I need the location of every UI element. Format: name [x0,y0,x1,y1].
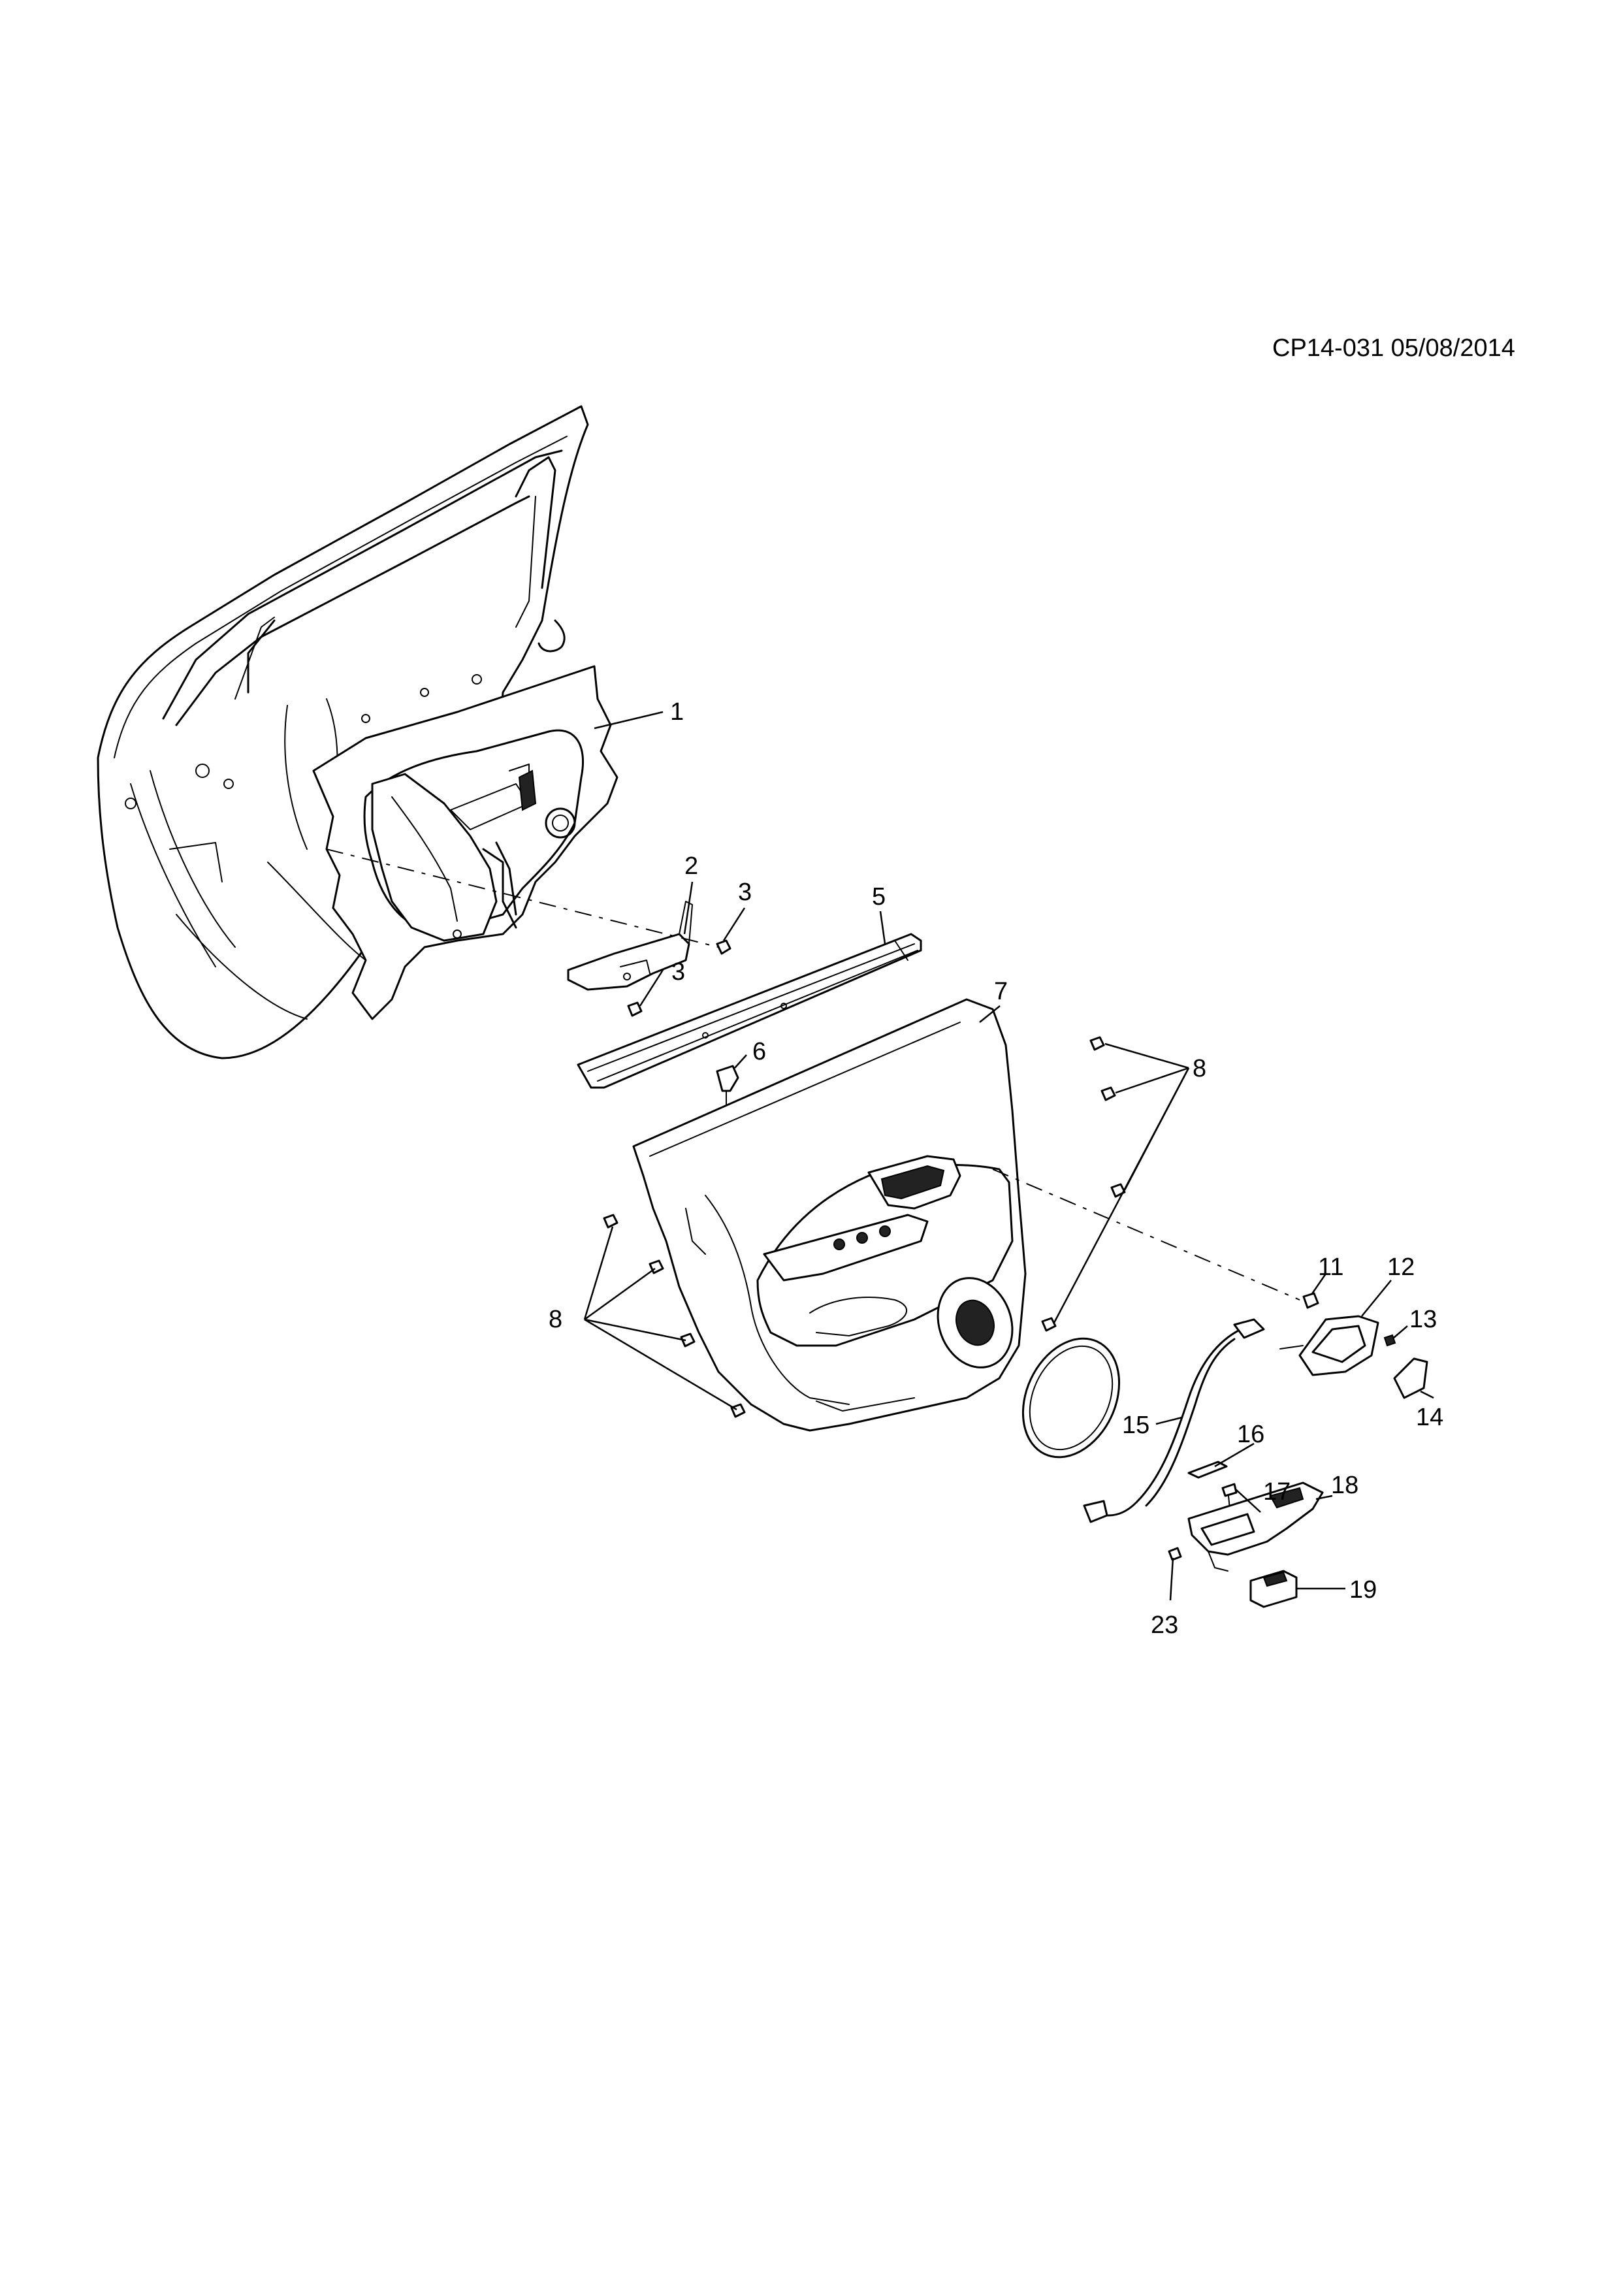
part-15-cable [1083,1318,1265,1523]
part-5-belt-strip [577,933,922,1089]
callout-1: 1 [670,698,684,726]
leader-lines [583,711,1434,1601]
callout-17: 17 [1263,1478,1291,1506]
callout-5: 5 [872,883,886,911]
part-7-door-trim-panel [632,998,1027,1432]
part-11-screw [1302,1292,1319,1309]
callout-2: 2 [684,852,698,880]
callout-3-upper: 3 [738,879,752,906]
speaker-ring [1021,1337,1121,1459]
part-19-switch [1249,1570,1298,1608]
callout-labels: 1 2 3 3 5 6 7 8 8 11 12 13 14 15 16 17 1… [549,698,1443,1639]
callout-15: 15 [1122,1412,1149,1439]
diagram-code-date: CP14-031 05/08/2014 [1272,334,1515,362]
part-16-pad [1187,1461,1228,1479]
callout-7: 7 [994,978,1008,1005]
part-13-screw [1383,1334,1396,1347]
part-14-cover [1393,1357,1428,1399]
part-3-clips [627,939,731,1017]
callout-3-lower: 3 [671,958,685,986]
callout-8-right: 8 [1193,1055,1206,1082]
callout-23: 23 [1151,1611,1178,1639]
part-12-inside-handle [1279,1315,1379,1376]
alignment-lines [326,849,1300,1301]
callout-8-left: 8 [549,1306,562,1333]
callout-16: 16 [1237,1421,1264,1448]
callout-13: 13 [1409,1306,1437,1333]
door-shell [97,405,589,1059]
callout-12: 12 [1387,1253,1415,1281]
part-18-switch-bezel [1187,1481,1324,1572]
callout-6: 6 [752,1038,766,1065]
part-23-screw [1168,1547,1182,1561]
callout-11: 11 [1318,1253,1343,1281]
part-1-water-deflector [312,665,618,1020]
callout-14: 14 [1416,1404,1443,1431]
callout-18: 18 [1331,1472,1358,1499]
callout-19: 19 [1349,1576,1377,1604]
